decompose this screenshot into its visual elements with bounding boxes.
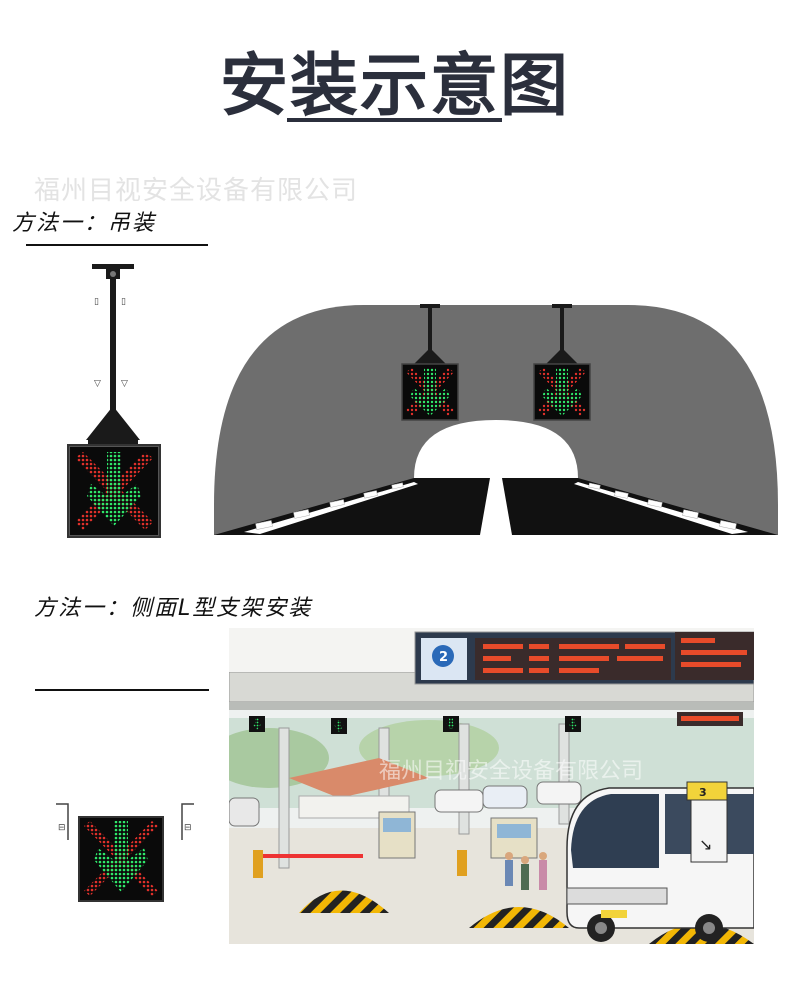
toll-station-scene: 2 bbox=[229, 628, 754, 944]
svg-text:▯: ▯ bbox=[94, 297, 99, 307]
method2-label: 方法一：侧面L型支架安装 bbox=[34, 596, 313, 621]
svg-text:⊟: ⊟ bbox=[58, 823, 66, 833]
side-mount-sign-illustration: ⊟ ⊟ bbox=[56, 803, 194, 902]
bus-number: 3 bbox=[699, 786, 707, 799]
method1-divider bbox=[26, 244, 208, 246]
svg-text:▯: ▯ bbox=[121, 297, 126, 307]
svg-text:▽: ▽ bbox=[94, 379, 101, 389]
board-number: 2 bbox=[439, 650, 448, 665]
scene-watermark: 福州目视安全设备有限公司 bbox=[379, 759, 643, 784]
tunnel-illustration bbox=[214, 304, 778, 535]
method1-label: 方法一：吊装 bbox=[12, 211, 157, 236]
svg-text:↘: ↘ bbox=[699, 835, 712, 854]
company-watermark: 福州目视安全设备有限公司 bbox=[34, 176, 359, 206]
method2-divider bbox=[35, 689, 209, 691]
svg-text:▽: ▽ bbox=[121, 379, 128, 389]
page-title: 安装示意图 bbox=[219, 47, 570, 126]
svg-text:⊟: ⊟ bbox=[184, 823, 192, 833]
led-sign-hanging bbox=[67, 444, 161, 538]
title-underline bbox=[287, 118, 502, 122]
hanging-sign-illustration: ▯ ▯ ▽ ▽ bbox=[86, 264, 140, 444]
